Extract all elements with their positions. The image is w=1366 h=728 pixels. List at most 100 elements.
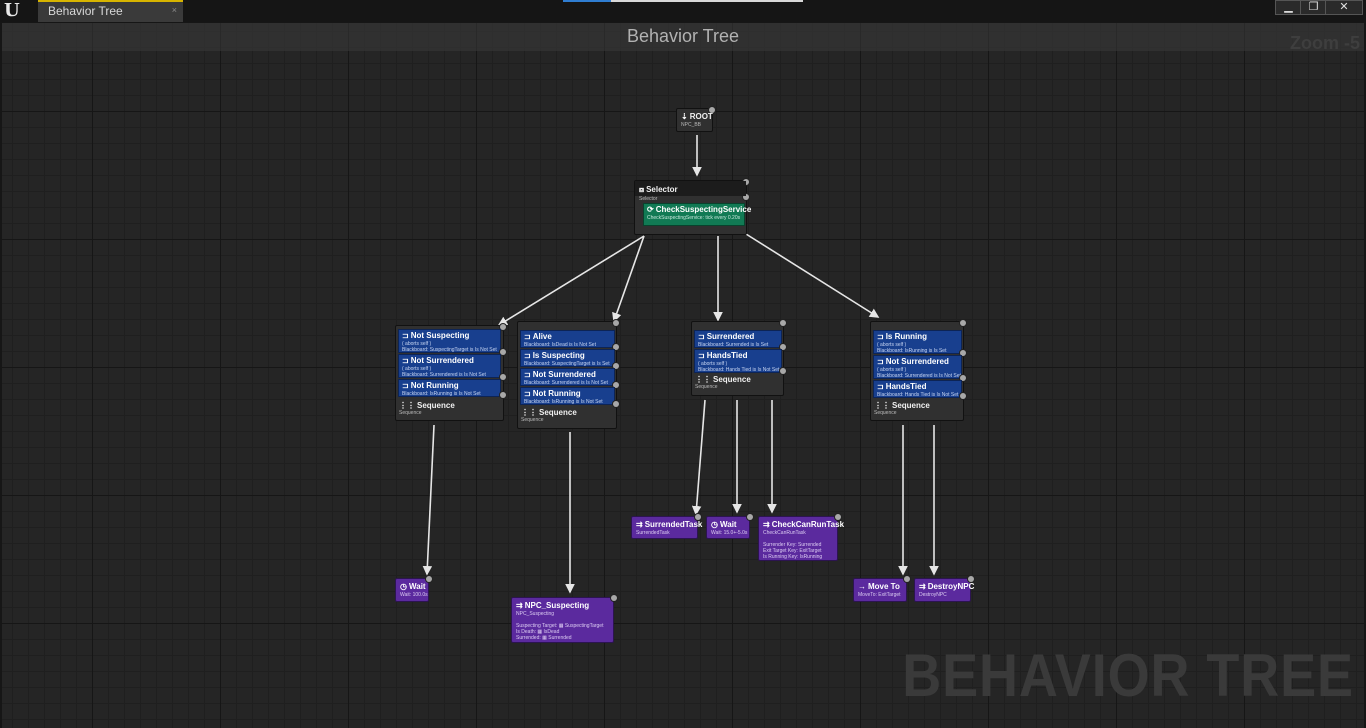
blackboard-decorator-icon: ⊐ (524, 389, 531, 398)
sequence-subtitle: Sequence (874, 410, 897, 416)
seq2-input-pin[interactable] (613, 320, 619, 326)
task-title: SurrendedTask (645, 520, 703, 529)
decorator-not-surrendered[interactable]: ⊐Not Surrendered ( aborts self ) Blackbo… (873, 355, 962, 379)
blackboard-decorator-icon: ⊐ (402, 356, 409, 365)
selector-icon: ⧈ (639, 185, 644, 195)
task-wait-100[interactable]: ◷Wait Wait: 100.0s (395, 578, 429, 602)
sequence-node-4[interactable]: ⊐Is Running ( aborts self ) Blackboard: … (870, 321, 964, 421)
task-subtitle: DestroyNPC (919, 592, 947, 598)
decorator-pin[interactable] (500, 392, 506, 398)
task-icon: ⇉ (636, 520, 643, 529)
service-icon: ⟳ (647, 205, 654, 214)
task-subtitle: Wait: 100.0s (400, 592, 428, 598)
decorator-not-running[interactable]: ⊐Not Running Blackboard: IsRunning is Is… (398, 379, 501, 397)
check-suspecting-service[interactable]: ⟳CheckSuspectingService CheckSuspectingS… (643, 203, 745, 226)
decorator-handstied[interactable]: ⊐HandsTied ( aborts self ) Blackboard: H… (694, 349, 782, 373)
sequence-subtitle: Sequence (695, 384, 718, 390)
decorator-title: Not Surrendered (533, 370, 596, 379)
root-icon: ⇣ (681, 112, 688, 121)
task-icon: ⇉ (516, 601, 523, 610)
decorator-condition: Blackboard: SuspectingTarget is Is Not S… (402, 347, 497, 353)
task-subtitle: MoveTo: ExitTarget (858, 592, 901, 598)
decorator-pin[interactable] (960, 393, 966, 399)
decorator-title: Is Running (886, 332, 927, 341)
graph-canvas[interactable]: Behavior Tree Zoom -5 BEHAVIOR TREE ⇣ROO… (2, 23, 1364, 728)
decorator-condition: Blackboard: Surrendered is Is Not Set (402, 372, 486, 378)
blackboard-decorator-icon: ⊐ (402, 381, 409, 390)
clock-icon: ◷ (711, 520, 718, 529)
decorator-not-suspecting[interactable]: ⊐Not Suspecting ( aborts self ) Blackboa… (398, 329, 501, 353)
blackboard-decorator-icon: ⊐ (877, 332, 884, 341)
restore-button[interactable]: ❐ (1300, 0, 1327, 15)
decorator-not-surrendered[interactable]: ⊐Not Surrendered Blackboard: Surrendered… (520, 368, 615, 386)
task-npc-suspecting[interactable]: ⇉NPC_Suspecting NPC_Suspecting Suspectin… (511, 597, 614, 643)
root-node[interactable]: ⇣ROOT NPC_BB (676, 108, 713, 132)
task-pin[interactable] (747, 514, 753, 520)
blackboard-decorator-icon: ⊐ (698, 332, 705, 341)
task-pin[interactable] (611, 595, 617, 601)
task-move-to[interactable]: →Move To MoveTo: ExitTarget (853, 578, 907, 602)
sequence-icon: ⋮⋮ (399, 401, 415, 410)
sequence-title: Sequence (892, 401, 930, 410)
minimize-button[interactable]: ▁ (1275, 0, 1302, 15)
decorator-is-suspecting[interactable]: ⊐Is Suspecting Blackboard: SuspectingTar… (520, 349, 615, 367)
decorator-condition: Blackboard: IsRunning is Is Set (877, 348, 946, 354)
decorator-condition: Blackboard: Surrendered is Is Not Set (877, 373, 961, 379)
selector-subtitle: Selector (639, 196, 657, 202)
arrow-right-icon: → (858, 582, 866, 591)
progress-indicator (563, 0, 611, 2)
task-surrended[interactable]: ⇉SurrendedTask SurrendedTask (631, 516, 698, 539)
decorator-is-running[interactable]: ⊐Is Running ( aborts self ) Blackboard: … (873, 330, 962, 354)
decorator-surrendered[interactable]: ⊐Surrendered Blackboard: Surrended is Is… (694, 330, 782, 348)
tab-close-icon[interactable]: × (172, 5, 177, 15)
blackboard-decorator-icon: ⊐ (524, 370, 531, 379)
progress-track (611, 0, 803, 2)
decorator-pin[interactable] (613, 401, 619, 407)
decorator-condition: Blackboard: Hands Tied is Is Not Set (877, 392, 958, 398)
sequence-icon: ⋮⋮ (521, 408, 537, 417)
decorator-alive[interactable]: ⊐Alive Blackboard: IsDead is Is Not Set (520, 330, 615, 348)
task-check-can-run[interactable]: ⇉CheckCanRunTask CheckCanRunTask Surrend… (758, 516, 838, 561)
wire-selector-seq4 (746, 234, 878, 317)
task-title: Wait (720, 520, 737, 529)
task-title: Move To (868, 582, 900, 591)
close-button[interactable]: ✕ (1325, 0, 1363, 15)
task-title: CheckCanRunTask (772, 520, 844, 529)
task-wait-15[interactable]: ◷Wait Wait: 15.0+-5.0s (706, 516, 750, 539)
decorator-condition: Blackboard: Surrendered is Is Not Set (524, 380, 608, 386)
blackboard-decorator-icon: ⊐ (698, 351, 705, 360)
blackboard-decorator-icon: ⊐ (524, 351, 531, 360)
decorator-title: Not Running (411, 381, 459, 390)
decorator-title: Not Surrendered (886, 357, 949, 366)
seq4-input-pin[interactable] (960, 320, 966, 326)
decorator-not-surrendered[interactable]: ⊐Not Surrendered ( aborts self ) Blackbo… (398, 354, 501, 378)
selector-title: Selector (646, 185, 678, 194)
decorator-condition: Blackboard: SuspectingTarget is Is Set (524, 361, 610, 367)
task-pin[interactable] (426, 576, 432, 582)
task-destroy-npc[interactable]: ⇉DestroyNPC DestroyNPC (914, 578, 971, 602)
title-bar: U Behavior Tree × ▁ ❐ ✕ (0, 0, 1366, 22)
tab-label: Behavior Tree (48, 4, 123, 18)
sequence-icon: ⋮⋮ (695, 375, 711, 384)
decorator-condition: Blackboard: IsDead is Is Not Set (524, 342, 596, 348)
decorator-handstied[interactable]: ⊐HandsTied Blackboard: Hands Tied is Is … (873, 380, 962, 398)
seq3-input-pin[interactable] (780, 320, 786, 326)
decorator-not-running[interactable]: ⊐Not Running Blackboard: IsRunning is Is… (520, 387, 615, 405)
selector-node[interactable]: ⧈Selector Selector ⟳CheckSuspectingServi… (634, 180, 747, 235)
decorator-title: Not Suspecting (411, 331, 470, 340)
sequence-node-3[interactable]: ⊐Surrendered Blackboard: Surrended is Is… (691, 321, 784, 396)
decorator-pin[interactable] (780, 368, 786, 374)
sequence-subtitle: Sequence (521, 417, 544, 423)
root-title: ROOT (690, 112, 713, 121)
decorator-title: Not Surrendered (411, 356, 474, 365)
sequence-node-2[interactable]: ⊐Alive Blackboard: IsDead is Is Not Set … (517, 321, 617, 429)
task-pin[interactable] (904, 576, 910, 582)
sequence-title: Sequence (713, 375, 751, 384)
tab-behavior-tree[interactable]: Behavior Tree × (38, 0, 183, 22)
decorator-title: HandsTied (886, 382, 927, 391)
task-title: NPC_Suspecting (525, 601, 589, 610)
sequence-node-1[interactable]: ⊐Not Suspecting ( aborts self ) Blackboa… (395, 325, 504, 421)
decorator-title: Is Suspecting (533, 351, 585, 360)
wire-seq1-wait (427, 425, 434, 574)
unreal-logo-icon[interactable]: U (4, 1, 26, 21)
